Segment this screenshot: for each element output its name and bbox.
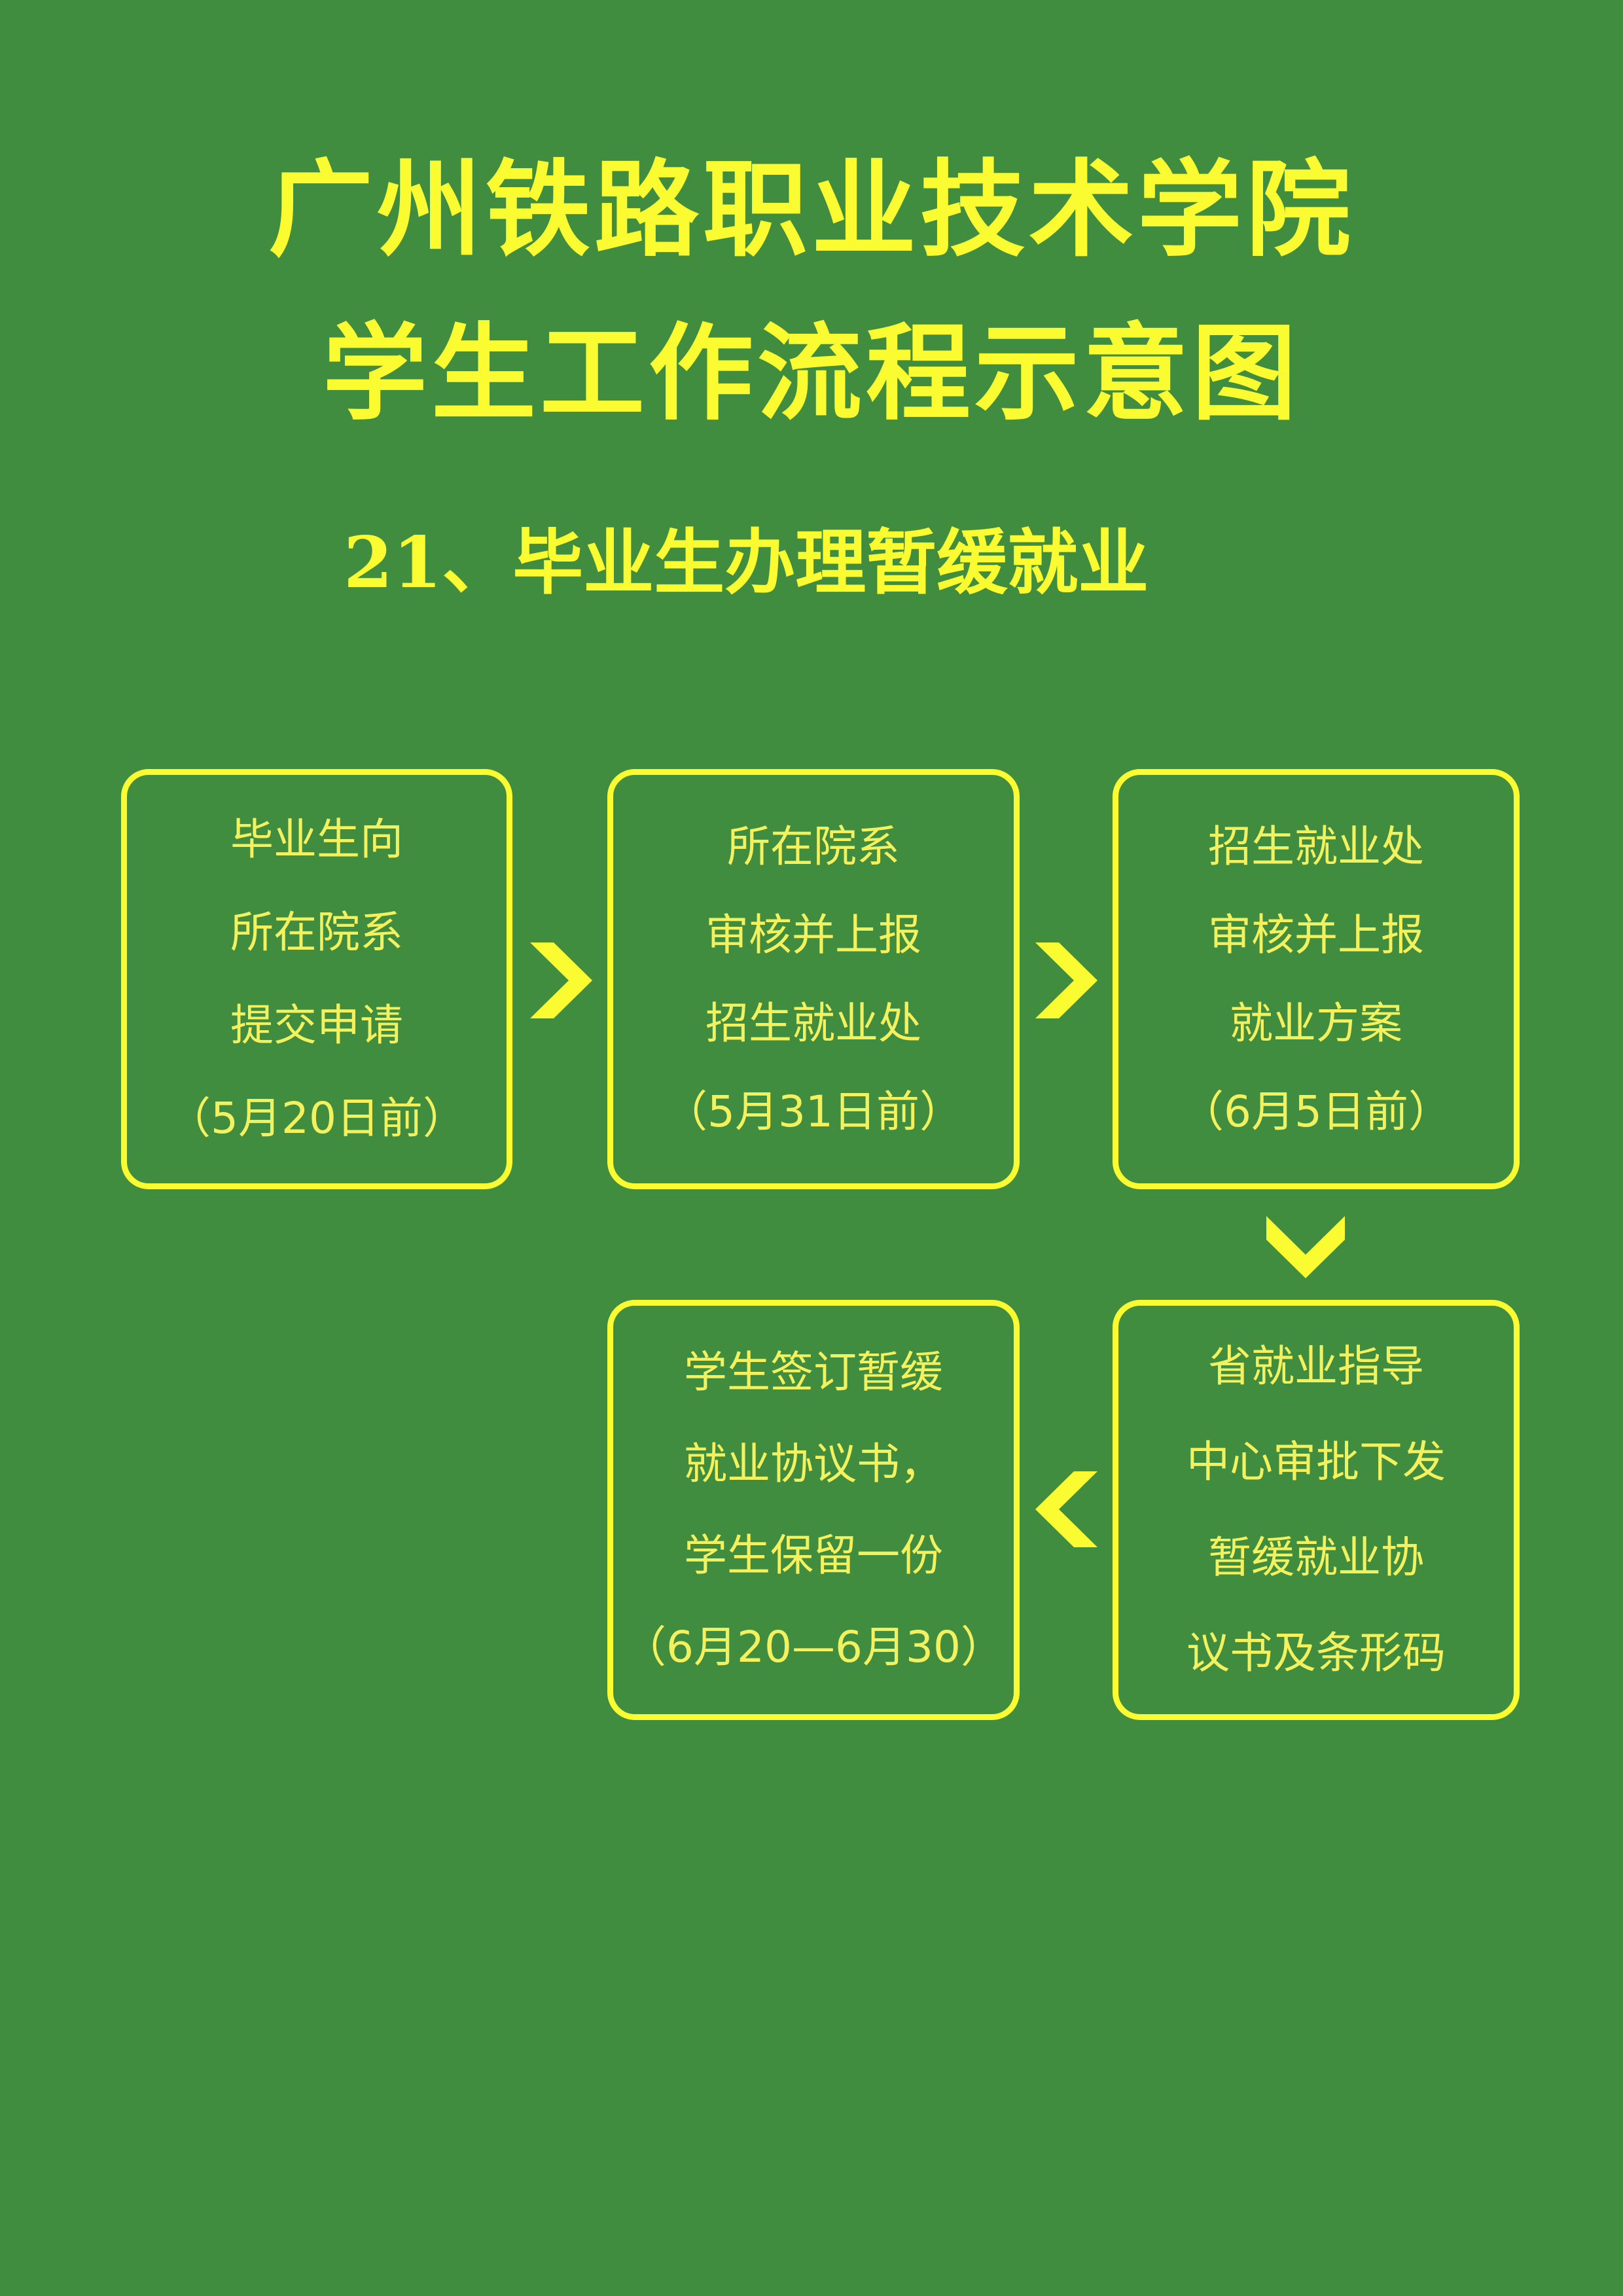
step-text-line: 暂缓就业协 (1208, 1532, 1424, 1583)
step-text-line: 省就业指导 (1208, 1341, 1424, 1391)
page-title-line-2: 学生工作流程示意图 (322, 312, 1300, 435)
step-text-line: 审核并上报 (1208, 910, 1424, 960)
step-deadline: （6月20—6月30） (623, 1622, 1004, 1672)
page-title-line-1: 广州铁路职业技术学院 (268, 148, 1355, 271)
step-text-line: 毕业生向 (230, 814, 403, 865)
step-box-employment-office-review: 招生就业处 审核并上报 就业方案 （6月5日前） (1113, 769, 1520, 1189)
step-text-line: 议书及条形码 (1186, 1628, 1446, 1678)
step-text-line: 就业方案 (1230, 998, 1402, 1049)
chevron-right-icon (530, 942, 592, 1018)
chevron-right-icon (1035, 942, 1097, 1018)
step-text-line: 就业协议书， (684, 1439, 943, 1489)
step-text-line: 学生签订暂缓 (684, 1347, 943, 1397)
step-text-line: 招生就业处 (1208, 821, 1424, 872)
step-box-submit-application: 毕业生向 所在院系 提交申请 （5月20日前） (121, 769, 512, 1189)
step-text-line: 中心审批下发 (1186, 1437, 1446, 1487)
step-deadline: （5月31日前） (664, 1086, 963, 1137)
chevron-left-icon (1035, 1471, 1097, 1547)
step-text-line: 招生就业处 (705, 998, 921, 1049)
step-deadline: （5月20日前） (168, 1093, 466, 1143)
step-box-department-review: 所在院系 审核并上报 招生就业处 （5月31日前） (607, 769, 1020, 1189)
step-box-provincial-approval: 省就业指导 中心审批下发 暂缓就业协 议书及条形码 (1113, 1300, 1520, 1720)
step-text-line: 审核并上报 (705, 910, 921, 960)
step-deadline: （6月5日前） (1181, 1086, 1452, 1137)
step-text-line: 所在院系 (727, 821, 900, 872)
chevron-down-icon (1266, 1216, 1345, 1278)
step-text-line: 提交申请 (230, 1000, 403, 1050)
process-subtitle: 21、毕业生办理暂缓就业 (344, 522, 1149, 604)
step-text-line: 学生保留一份 (684, 1530, 943, 1581)
step-box-sign-agreement: 学生签订暂缓 就业协议书， 学生保留一份 （6月20—6月30） (607, 1300, 1020, 1720)
step-text-line: 所在院系 (230, 907, 403, 958)
